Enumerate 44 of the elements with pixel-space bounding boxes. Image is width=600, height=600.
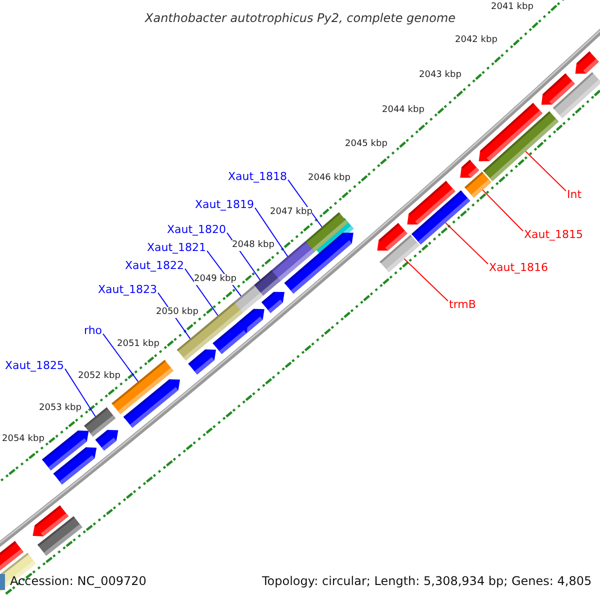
- leader-line: [64, 368, 96, 417]
- gene-bar: [483, 111, 559, 182]
- gene-label: Xaut_1823: [98, 283, 158, 297]
- scale-label: 2041 kbp: [491, 2, 534, 13]
- scale-label: 2049 kbp: [194, 274, 236, 285]
- leader-line: [445, 222, 488, 264]
- leader-line: [254, 207, 288, 257]
- gene-label: Xaut_1816: [489, 261, 548, 275]
- gene-bar: [412, 190, 470, 244]
- leader-line: [184, 268, 218, 316]
- gene-label: Xaut_1815: [524, 228, 584, 242]
- gene-label: Xaut_1825: [5, 359, 64, 373]
- genome-summary-text: Topology: circular; Length: 5,308,934 bp; Genes: 4,805: [262, 574, 592, 588]
- title: Xanthobacter autotrophicus Py2, complete genome: [145, 11, 456, 25]
- gene-label: trmB: [449, 298, 476, 312]
- scale-label: 2043 kbp: [419, 70, 462, 81]
- scale-label: 2054 kbp: [2, 434, 44, 445]
- scale-label: 2050 kbp: [156, 307, 198, 318]
- gene-bar: [380, 234, 420, 272]
- gene-bar: [464, 172, 492, 198]
- scale-label: 2044 kbp: [382, 105, 424, 116]
- scale-label: 2047 kbp: [270, 207, 312, 218]
- gene-label: Xaut_1822: [125, 259, 184, 273]
- leader-line: [482, 189, 524, 232]
- gene-label: rho: [84, 324, 102, 338]
- gene-bar: [84, 407, 116, 437]
- scale-label: 2051 kbp: [117, 339, 160, 350]
- scale-label: 2045 kbp: [345, 139, 388, 150]
- scale-label: 2052 kbp: [78, 371, 120, 382]
- gene-label: Xaut_1821: [147, 241, 206, 255]
- gene-label: Xaut_1818: [228, 170, 288, 184]
- gene-bar: [176, 328, 212, 360]
- leader-line: [404, 258, 448, 302]
- leader-line: [525, 150, 566, 192]
- scale-label: 2053 kbp: [39, 403, 82, 414]
- scale-label: 2046 kbp: [308, 173, 350, 184]
- gene-label: Xaut_1819: [195, 198, 254, 212]
- leader-line: [288, 179, 322, 228]
- scale-label: 2042 kbp: [455, 35, 498, 46]
- gene-label: Int: [567, 188, 582, 202]
- scale-label: 2048 kbp: [232, 240, 274, 251]
- gene-label: Xaut_1820: [167, 223, 226, 237]
- leader-line: [102, 333, 139, 382]
- accession-text: Accession: NC_009720: [10, 574, 146, 588]
